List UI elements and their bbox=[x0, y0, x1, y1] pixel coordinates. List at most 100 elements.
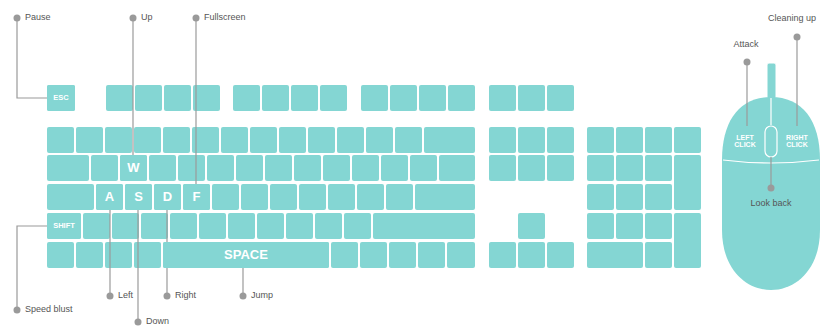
key bbox=[389, 242, 416, 268]
key bbox=[221, 127, 248, 153]
callout-dot bbox=[193, 15, 200, 22]
key bbox=[315, 213, 342, 239]
mouse-button: RIGHT CLICK bbox=[778, 127, 816, 155]
key bbox=[170, 213, 197, 239]
callout-label: Up bbox=[141, 13, 153, 23]
key-label: S bbox=[134, 190, 143, 204]
key bbox=[645, 213, 672, 239]
key-label: ESC bbox=[53, 94, 68, 102]
key bbox=[76, 127, 103, 153]
key bbox=[447, 242, 475, 268]
callout-dot bbox=[130, 15, 137, 22]
key bbox=[386, 184, 413, 210]
key bbox=[270, 184, 297, 210]
key bbox=[674, 155, 701, 210]
key bbox=[135, 85, 162, 111]
key-label: LEFT CLICK bbox=[726, 134, 764, 149]
key bbox=[47, 85, 75, 111]
callout-dot bbox=[164, 293, 171, 300]
key bbox=[547, 242, 574, 268]
mouse-cable bbox=[767, 63, 776, 99]
key bbox=[373, 213, 475, 239]
callout-label: Left bbox=[118, 291, 133, 301]
key bbox=[250, 127, 277, 153]
callout-dot bbox=[107, 293, 114, 300]
key bbox=[587, 213, 614, 239]
key bbox=[357, 184, 384, 210]
key bbox=[361, 85, 388, 111]
key bbox=[134, 127, 161, 153]
scroll-wheel bbox=[765, 126, 777, 157]
key bbox=[489, 155, 516, 181]
key bbox=[645, 184, 672, 210]
key bbox=[47, 127, 74, 153]
key bbox=[674, 213, 701, 268]
key bbox=[236, 155, 263, 181]
key bbox=[299, 184, 326, 210]
key bbox=[212, 184, 239, 210]
leader-line bbox=[17, 18, 47, 98]
key bbox=[587, 242, 643, 268]
mouse-body bbox=[722, 97, 820, 290]
leader-line bbox=[746, 62, 747, 126]
leader-line bbox=[195, 18, 196, 184]
key bbox=[518, 242, 545, 268]
key bbox=[489, 85, 516, 111]
key bbox=[154, 184, 181, 210]
key bbox=[518, 213, 545, 239]
key bbox=[47, 213, 81, 239]
leader-line bbox=[796, 37, 797, 126]
key bbox=[183, 184, 210, 210]
leader-line bbox=[242, 268, 243, 296]
key bbox=[83, 213, 110, 239]
callout-label: Down bbox=[146, 317, 169, 327]
key-label: A bbox=[105, 190, 114, 204]
key bbox=[547, 155, 574, 181]
key bbox=[286, 213, 313, 239]
key bbox=[360, 242, 387, 268]
key bbox=[587, 184, 614, 210]
key bbox=[448, 85, 475, 111]
callout-label: Attack bbox=[733, 40, 758, 50]
callout-dot bbox=[14, 15, 21, 22]
key bbox=[120, 155, 147, 181]
key bbox=[489, 242, 516, 268]
key bbox=[518, 85, 545, 111]
key bbox=[149, 155, 176, 181]
letter-key: D bbox=[154, 184, 181, 210]
space-bar: SPACE bbox=[163, 242, 329, 268]
key bbox=[125, 184, 152, 210]
letter-key: A bbox=[96, 184, 123, 210]
callout-label: Look back bbox=[750, 199, 791, 209]
callout-dot bbox=[768, 185, 775, 192]
key bbox=[320, 85, 347, 111]
key-label: SHIFT bbox=[53, 222, 75, 230]
key bbox=[352, 155, 379, 181]
letter-key: W bbox=[120, 155, 147, 181]
leader-line bbox=[137, 210, 138, 322]
callout-label: Pause bbox=[25, 13, 51, 23]
key bbox=[163, 242, 329, 268]
callout-dot bbox=[794, 34, 801, 41]
key bbox=[193, 85, 220, 111]
callout-label: Cleaning up bbox=[768, 14, 816, 24]
key bbox=[616, 213, 643, 239]
key bbox=[105, 242, 132, 268]
key bbox=[228, 213, 255, 239]
key bbox=[105, 127, 132, 153]
key bbox=[381, 155, 408, 181]
key bbox=[587, 127, 614, 153]
key bbox=[395, 127, 422, 153]
key-label: W bbox=[127, 161, 139, 175]
escape-key: ESC bbox=[47, 85, 75, 111]
callout-dot bbox=[135, 319, 142, 326]
key bbox=[337, 127, 364, 153]
key bbox=[518, 155, 545, 181]
key bbox=[112, 213, 139, 239]
key bbox=[141, 213, 168, 239]
key bbox=[47, 155, 89, 181]
key bbox=[390, 85, 417, 111]
key bbox=[233, 85, 260, 111]
key bbox=[518, 127, 545, 153]
shift-key: SHIFT bbox=[47, 213, 81, 239]
